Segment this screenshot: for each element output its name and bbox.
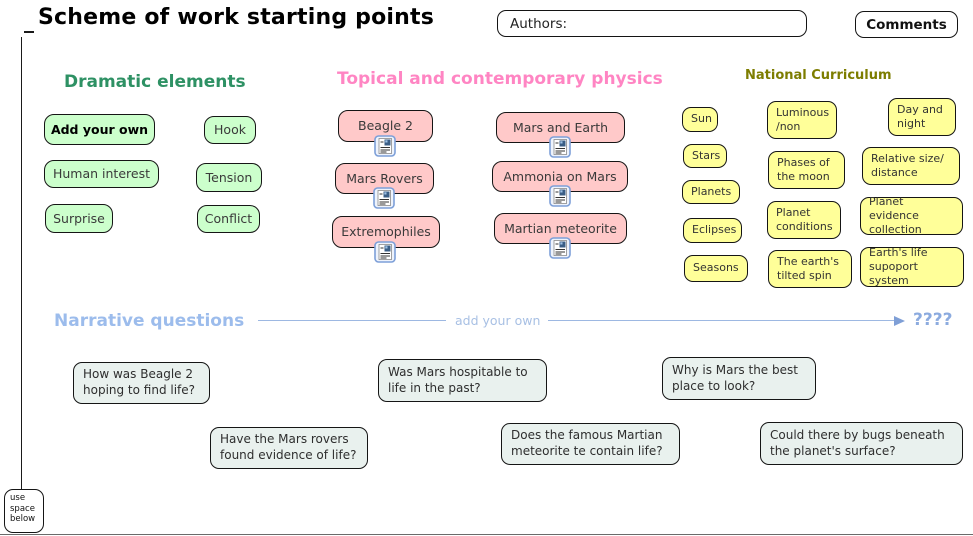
node-surprise[interactable]: Surprise [45,204,113,233]
node-tension[interactable]: Tension [196,163,262,192]
add-your-own-label: add your own [455,313,541,328]
node-relative-size-distance[interactable]: Relative size/ distance [862,147,960,185]
arrow-icon [894,316,905,326]
connector-dash [24,31,34,33]
node-earths-tilted-spin[interactable]: The earth's tilted spin [768,250,852,288]
node-ammonia-on-mars[interactable]: Ammonia on Mars [492,161,628,192]
node-planets[interactable]: Planets [682,180,740,204]
notes-icon[interactable] [549,237,571,259]
node-human-interest[interactable]: Human interest [44,160,159,188]
left-connector-line [21,37,23,489]
node-sun[interactable]: Sun [682,107,718,132]
question-node-rovers-evidence[interactable]: Have the Mars rovers found evidence of l… [210,427,368,469]
comments-button-label: Comments [866,16,947,33]
node-seasons[interactable]: Seasons [684,255,748,282]
node-hook[interactable]: Hook [204,116,256,144]
use-space-note: use space below [4,489,44,533]
heading-narrative-questions: Narrative questions [54,311,245,331]
heading-national-curriculum: National Curriculum [745,68,892,83]
node-add-your-own[interactable]: Add your own [44,114,155,145]
node-extremophiles[interactable]: Extremophiles [332,216,440,248]
node-earths-life-support-system[interactable]: Earth's life supoport system [860,246,964,287]
node-luminous-non[interactable]: Luminous /non [767,101,837,139]
node-phases-of-the-moon[interactable]: Phases of the moon [768,151,845,189]
node-stars[interactable]: Stars [683,144,727,168]
node-eclipses[interactable]: Eclipses [683,218,742,243]
narrative-line-left [258,320,446,322]
notes-icon[interactable] [374,241,396,263]
narrative-line-right [548,320,894,322]
authors-field[interactable]: Authors: [497,10,807,37]
authors-label: Authors: [510,15,568,32]
page-title: Scheme of work starting points [38,5,435,30]
question-node-beagle[interactable]: How was Beagle 2 hoping to find life? [73,362,210,404]
heading-dramatic-elements: Dramatic elements [64,72,246,92]
notes-icon[interactable] [373,187,395,209]
node-planet-conditions[interactable]: Planet conditions [767,201,841,239]
bottom-divider [0,534,973,535]
narrative-end-marker: ???? [913,310,953,330]
question-node-best-place[interactable]: Why is Mars the best place to look? [662,357,816,400]
heading-topical-physics: Topical and contemporary physics [337,69,663,89]
question-node-hospitable[interactable]: Was Mars hospitable to life in the past? [378,359,547,402]
notes-icon[interactable] [549,136,571,158]
notes-icon[interactable] [549,185,571,207]
node-planet-evidence-collection[interactable]: Planet evidence collection [860,195,963,236]
comments-button[interactable]: Comments [855,11,958,38]
node-day-and-night[interactable]: Day and night [888,98,956,136]
question-node-meteorite-life[interactable]: Does the famous Martian meteorite te con… [501,423,680,465]
node-conflict[interactable]: Conflict [197,205,260,233]
question-node-bugs-beneath[interactable]: Could there by bugs beneath the planet's… [760,422,963,465]
notes-icon[interactable] [374,135,396,157]
